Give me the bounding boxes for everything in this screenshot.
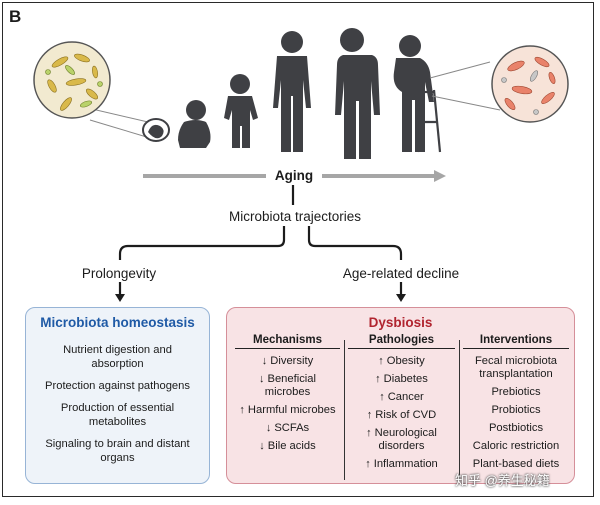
mechanism-item-text: SCFAs	[274, 422, 310, 434]
mechanism-item-text: Harmful microbes	[247, 404, 336, 416]
age-related-decline-label: Age-related decline	[342, 266, 460, 281]
interventions-header: Interventions	[463, 334, 569, 349]
pathology-item: ↑Obesity	[348, 355, 455, 368]
pathology-item: ↑Inflammation	[348, 458, 455, 471]
elderly-with-walker-icon	[393, 35, 442, 153]
intervention-item: Plant-based diets	[472, 458, 560, 470]
column-divider	[344, 340, 346, 480]
arrow-up-icon: ↑	[379, 391, 385, 403]
arrow-up-icon: ↑	[365, 458, 371, 470]
pathology-item-text: Risk of CVD	[375, 409, 437, 421]
mechanism-item: ↓Bile acids	[235, 440, 340, 453]
arrow-up-icon: ↑	[366, 409, 373, 421]
pathology-item-text: Neurological disorders	[374, 427, 437, 452]
mechanism-item-text: Bile acids	[267, 440, 316, 452]
aging-label: Aging	[274, 168, 314, 183]
pathology-item: ↑Neurological disorders	[348, 427, 455, 453]
interventions-column: Interventions Fecal microbiota transplan…	[463, 334, 569, 476]
mechanism-item: ↓Diversity	[235, 355, 340, 368]
homeostasis-item: Production of essential metabolites	[60, 402, 175, 428]
pathology-item-text: Cancer	[387, 391, 424, 403]
column-divider	[459, 340, 461, 480]
pathology-item: ↑Diabetes	[348, 373, 455, 386]
branch-arrowheads	[115, 294, 406, 302]
aging-arrow	[143, 170, 446, 182]
intervention-item: Postbiotics	[488, 422, 544, 434]
panel-letter: B	[9, 7, 22, 26]
pathologies-header: Pathologies	[348, 334, 455, 349]
adult-icon	[273, 31, 311, 152]
arrow-up-icon: ↑	[375, 373, 381, 385]
pathology-item-text: Obesity	[386, 355, 425, 367]
mechanism-item: ↓Beneficial microbes	[235, 373, 340, 399]
mechanism-item-text: Beneficial microbes	[264, 373, 316, 398]
trajectory-connectors	[118, 185, 403, 297]
large-adult-icon	[332, 28, 380, 159]
mechanisms-header: Mechanisms	[235, 334, 340, 349]
homeostasis-title: Microbiota homeostasis	[40, 315, 195, 330]
aged-microbiota-circle	[429, 45, 569, 123]
dysbiosis-title: Dysbiosis	[368, 315, 433, 330]
arrow-down-icon: ↓	[259, 440, 265, 452]
pathology-item: ↑Risk of CVD	[348, 409, 455, 422]
homeostasis-item: Signaling to brain and distant organs	[45, 438, 190, 464]
pathologies-column: Pathologies ↑Obesity↑Diabetes↑Cancer↑Ris…	[348, 334, 455, 476]
intervention-item: Caloric restriction	[472, 440, 560, 452]
toddler-icon	[224, 74, 258, 148]
mechanism-item: ↑Harmful microbes	[235, 404, 340, 417]
mechanism-item: ↓SCFAs	[235, 422, 340, 435]
homeostasis-box: Microbiota homeostasis Nutrient digestio…	[25, 307, 210, 484]
intervention-item: Prebiotics	[491, 386, 541, 398]
healthy-microbiota-circle	[33, 41, 151, 139]
arrow-up-icon: ↑	[239, 404, 245, 416]
infant-in-womb-icon	[142, 118, 170, 142]
arrow-up-icon: ↑	[378, 355, 384, 367]
arrow-down-icon: ↓	[261, 355, 268, 367]
pathology-item-text: Inflammation	[373, 458, 438, 470]
homeostasis-list: Nutrient digestion and absorption Protec…	[26, 343, 209, 473]
figure-frame	[2, 2, 594, 497]
arrow-down-icon: ↓	[258, 373, 265, 385]
intervention-item: Probiotics	[491, 404, 541, 416]
arrow-up-icon: ↑	[366, 427, 372, 439]
trajectories-label: Microbiota trajectories	[228, 209, 362, 224]
mechanism-item-text: Diversity	[270, 355, 314, 367]
dysbiosis-box: Dysbiosis Mechanisms ↓Diversity↓Benefici…	[226, 307, 575, 484]
pathology-item-text: Diabetes	[383, 373, 428, 385]
prolongevity-label: Prolongevity	[81, 266, 157, 281]
pathology-item: ↑Cancer	[348, 391, 455, 404]
intervention-item: Fecal microbiota transplantation	[474, 355, 558, 380]
baby-icon	[178, 100, 211, 148]
arrow-down-icon: ↓	[265, 422, 272, 434]
watermark: 知乎 @养生秘籍	[455, 473, 550, 488]
mechanisms-column: Mechanisms ↓Diversity↓Beneficial microbe…	[235, 334, 340, 458]
homeostasis-item: Protection against pathogens	[45, 380, 190, 392]
homeostasis-item: Nutrient digestion and absorption	[63, 344, 172, 370]
